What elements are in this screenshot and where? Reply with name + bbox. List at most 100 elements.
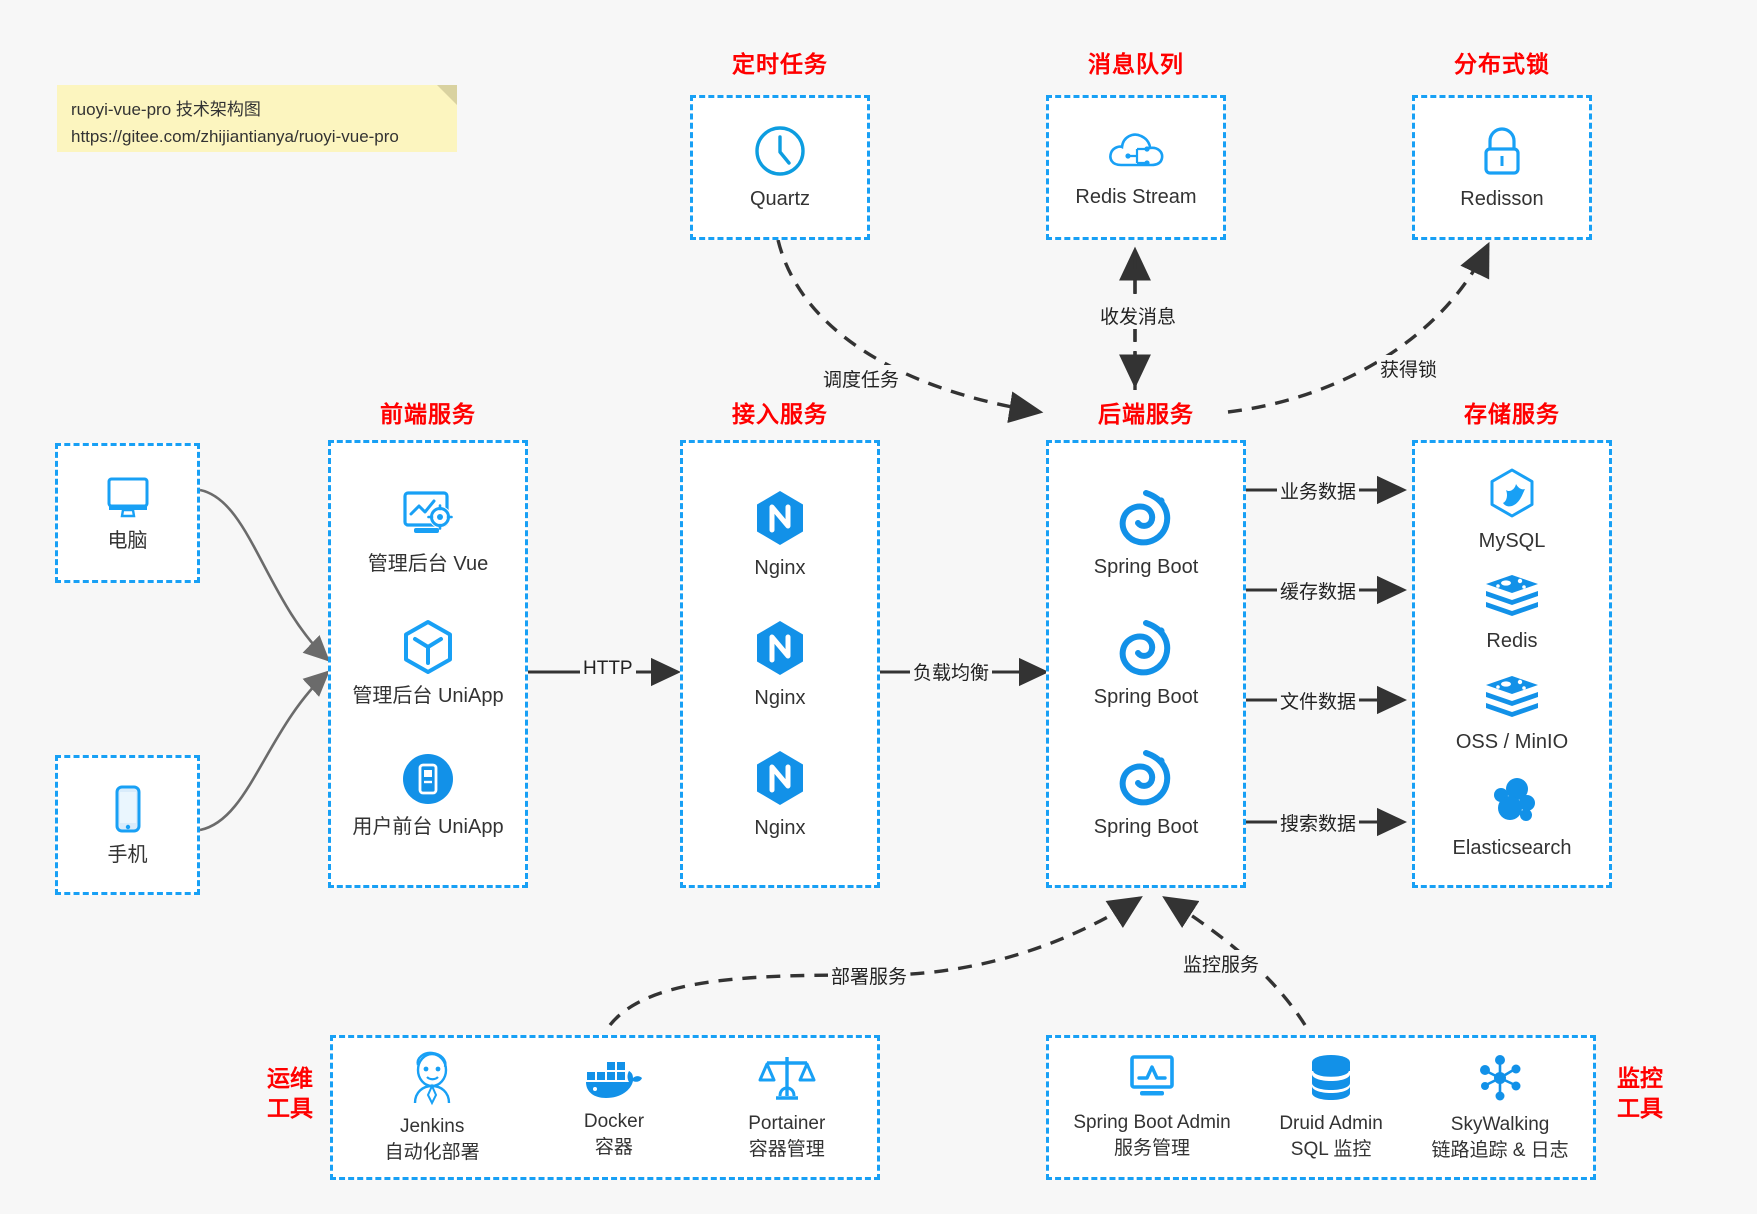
group-title-gateway: 接入服务 [732,401,828,427]
node-label: Nginx [754,686,806,709]
node-oss-minio[interactable]: OSS / MinIO [1456,674,1568,755]
node-label: Portainer 容器管理 [748,1113,826,1160]
node-spring-boot-admin[interactable]: Spring Boot Admin 服务管理 [1073,1053,1231,1162]
mysql-icon [1490,468,1534,518]
node-label: 用户前台 UniApp [352,816,504,839]
node-label: MySQL [1478,529,1546,552]
edge-label-send-receive-message: 收发消息 [1097,302,1180,329]
group-gateway[interactable]: Nginx Nginx Nginx [680,440,880,888]
redis-icon [1486,575,1538,617]
note-fold-corner [437,85,457,105]
group-monitoring[interactable]: Spring Boot Admin 服务管理 Druid Admin SQL 监… [1046,1035,1596,1180]
node-label: Nginx [754,556,806,579]
node-user-uniapp[interactable]: 用户前台 UniApp [352,751,504,840]
group-title-frontend: 前端服务 [380,401,476,427]
group-title-devops: 运维 工具 [267,1065,313,1121]
node-label: Spring Boot [1093,685,1199,708]
spring-boot-icon [1119,749,1171,805]
edge-label-monitor-service: 监控服务 [1180,950,1263,977]
node-label: Quartz [749,188,811,210]
docker-icon [585,1062,642,1098]
nginx-icon [757,490,803,545]
node-spring-boot-3[interactable]: Spring Boot [1093,749,1199,840]
portainer-scales-icon [758,1057,816,1100]
node-label: Druid Admin SQL 监控 [1279,1113,1383,1160]
mobile-app-icon [403,754,453,805]
node-druid-admin[interactable]: Druid Admin SQL 监控 [1279,1052,1383,1163]
node-spring-boot-1[interactable]: Spring Boot [1094,489,1198,580]
oss-minio-icon [1486,675,1538,717]
note-title: ruoyi-vue-pro 技术架构图 [71,100,261,119]
node-label: Spring Boot [1093,815,1199,838]
node-portainer[interactable]: Portainer 容器管理 [748,1052,825,1163]
node-label: Elasticsearch [1452,837,1572,860]
node-elasticsearch[interactable]: Elasticsearch [1452,774,1572,861]
lock-icon [1484,127,1520,175]
sticky-note: ruoyi-vue-pro 技术架构图 https://gitee.com/zh… [57,85,457,152]
group-title-storage: 存储服务 [1464,401,1560,427]
spring-boot-icon [1119,489,1171,545]
node-label: Redis Stream [1075,186,1197,208]
elasticsearch-icon [1494,778,1535,822]
cloud-stream-icon [1109,133,1164,167]
note-url: https://gitee.com/zhijiantianya/ruoyi-vu… [71,127,399,146]
node-redis-stream[interactable]: Redis Stream [1075,125,1197,210]
node-label: 电脑 [107,529,148,552]
group-frontend[interactable]: 管理后台 Vue 管理后台 UniApp 用户前台 UniApp [328,440,528,888]
edge-label-schedule-task: 调度任务 [820,365,903,392]
group-mq[interactable]: Redis Stream [1046,95,1226,240]
group-scheduler[interactable]: Quartz [690,95,870,240]
group-title-backend: 后端服务 [1098,401,1194,427]
edge-label-acquire-lock: 获得锁 [1377,355,1441,382]
jenkins-icon [413,1051,451,1106]
node-label: Jenkins 自动化部署 [384,1116,480,1163]
desktop-icon [107,477,148,517]
group-devops[interactable]: Jenkins 自动化部署 Docker 容器 [330,1035,880,1180]
group-title-scheduler: 定时任务 [732,51,828,77]
node-label: Redisson [1460,188,1544,210]
edge-label-search-data: 搜索数据 [1277,809,1360,836]
edge-label-cache-data: 缓存数据 [1277,577,1360,604]
node-redis[interactable]: Redis [1484,573,1540,654]
group-backend[interactable]: Spring Boot Spring Boot Spring Boot [1046,440,1246,888]
node-desktop[interactable]: 电脑 [102,473,154,554]
node-mysql[interactable]: MySQL [1478,467,1546,554]
edge-label-file-data: 文件数据 [1277,687,1360,714]
node-nginx-3[interactable]: Nginx [752,748,808,841]
edge-label-load-balance: 负载均衡 [910,658,993,685]
uniapp-hexagon-icon [404,620,452,675]
node-nginx-1[interactable]: Nginx [752,488,808,581]
clock-icon [755,126,805,176]
node-skywalking[interactable]: SkyWalking 链路追踪 & 日志 [1431,1051,1569,1164]
group-client-mobile[interactable]: 手机 [55,755,200,895]
node-label: 手机 [107,843,148,866]
node-nginx-2[interactable]: Nginx [752,618,808,711]
edge-label-http: HTTP [580,658,636,680]
node-redisson[interactable]: Redisson [1460,123,1544,212]
nginx-icon [757,620,803,675]
node-label: 管理后台 UniApp [352,685,504,708]
group-title-mq: 消息队列 [1088,51,1184,77]
edge-label-deploy-service: 部署服务 [828,962,911,989]
nginx-icon [757,750,803,805]
node-admin-vue[interactable]: 管理后台 Vue [368,488,488,577]
spring-boot-icon [1119,619,1171,675]
node-label: Redis [1486,630,1538,653]
dashboard-gear-icon [403,491,453,533]
group-title-monitoring: 监控 工具 [1617,1065,1663,1121]
node-quartz[interactable]: Quartz [750,123,810,212]
group-lock[interactable]: Redisson [1412,95,1592,240]
node-admin-uniapp[interactable]: 管理后台 UniApp [352,618,504,709]
node-docker[interactable]: Docker 容器 [583,1054,645,1161]
group-client-desktop[interactable]: 电脑 [55,443,200,583]
node-label: 管理后台 Vue [367,552,489,575]
group-storage[interactable]: MySQL Redis OS [1412,440,1612,888]
skywalking-icon [1480,1055,1521,1101]
node-label: Docker 容器 [583,1111,645,1158]
node-phone[interactable]: 手机 [108,783,148,868]
node-jenkins[interactable]: Jenkins 自动化部署 [385,1049,480,1166]
node-label: SkyWalking 链路追踪 & 日志 [1431,1114,1569,1161]
database-icon [1310,1055,1352,1100]
node-spring-boot-2[interactable]: Spring Boot [1093,619,1199,710]
